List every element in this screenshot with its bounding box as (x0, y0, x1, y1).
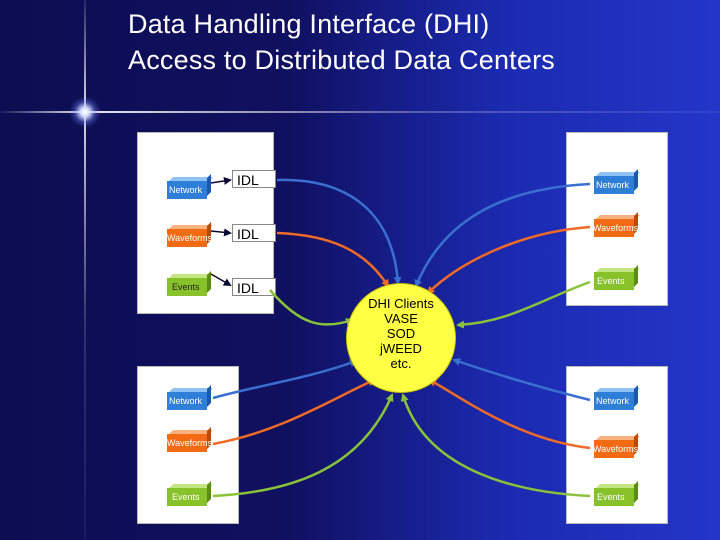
events-cube (167, 481, 213, 508)
network-label: Network (169, 185, 203, 195)
dhi-clients-hub (346, 283, 456, 393)
events-label: Events (172, 282, 200, 292)
events-link-bottom-left (212, 393, 394, 498)
idl-tag: IDL (232, 278, 276, 296)
star-flare-icon (69, 96, 101, 128)
waveforms-label: Waveforms (593, 444, 639, 454)
idl-tag: IDL (232, 170, 276, 188)
network-cube (594, 169, 640, 196)
network-label: Network (596, 180, 630, 190)
waveforms-label: Waveforms (167, 438, 213, 448)
waveforms-cube (594, 433, 640, 460)
network-cube (594, 385, 640, 412)
network-label: Network (169, 396, 203, 406)
events-link-top-left (269, 289, 354, 326)
hub-line: SOD (386, 326, 416, 341)
network-label: Network (596, 396, 630, 406)
title-line-1: Data Handling Interface (DHI) (128, 9, 490, 39)
events-cube (167, 271, 213, 298)
slide-title: Data Handling Interface (DHI) Access to … (128, 6, 555, 78)
events-label: Events (597, 492, 625, 502)
network-link-top-left (276, 178, 402, 285)
hub-label: DHI Clients VASE SOD jWEED etc. (346, 296, 456, 371)
hub-line: jWEED (380, 341, 422, 356)
waveforms-cube (167, 427, 213, 454)
title-divider-line (0, 111, 720, 113)
waveforms-link-top-left (276, 231, 390, 288)
events-cube (594, 481, 640, 508)
idl-tag: IDL (232, 224, 276, 242)
network-cube (167, 385, 213, 412)
network-cube (167, 174, 213, 201)
waveforms-cube (167, 222, 213, 249)
hub-line: VASE (384, 311, 418, 326)
hub-line: DHI Clients (368, 296, 434, 311)
vertical-accent-line (84, 0, 86, 540)
hub-line: etc. (390, 356, 412, 371)
events-label: Events (172, 492, 200, 502)
waveforms-label: Waveforms (167, 233, 213, 243)
events-cube (594, 265, 640, 292)
waveforms-label: Waveforms (593, 223, 639, 233)
waveforms-cube (594, 212, 640, 239)
events-link-bottom-right (400, 393, 591, 498)
events-label: Events (597, 276, 625, 286)
title-line-2: Access to Distributed Data Centers (128, 45, 555, 75)
network-link-top-right (414, 182, 591, 288)
